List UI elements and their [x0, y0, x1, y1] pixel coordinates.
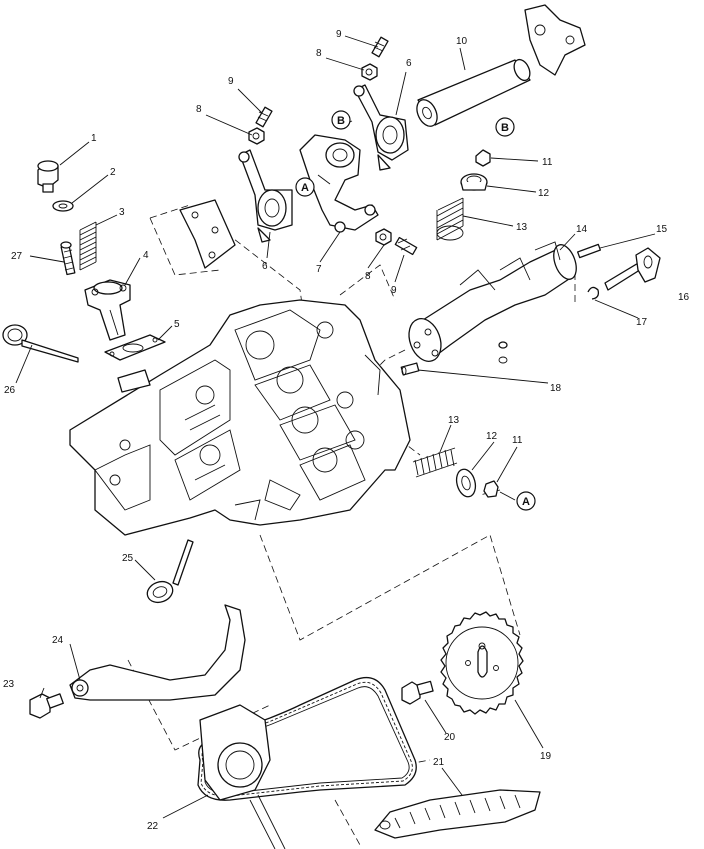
cam-sprocket [440, 611, 524, 715]
tensioner-spring [79, 221, 97, 271]
spring-retainers [455, 173, 488, 498]
svg-text:B: B [501, 122, 509, 134]
callout-19: 19 [540, 751, 552, 762]
plug-bolt [37, 160, 59, 193]
chain-guide [69, 604, 246, 701]
callout-11-top: 11 [542, 157, 553, 168]
callout-8-lower: 8 [365, 271, 371, 282]
adjuster-nuts [248, 63, 392, 246]
callout-21: 21 [433, 757, 445, 768]
callout-9-left: 9 [228, 76, 234, 87]
callout-8-top: 8 [316, 48, 322, 59]
lower-chain-guide [374, 789, 541, 839]
crank-sprocket [199, 704, 286, 849]
valve-springs [412, 197, 464, 478]
valve-keepers [475, 149, 499, 498]
callout-9-lower: 9 [391, 285, 397, 296]
callout-3: 3 [119, 207, 125, 218]
pivot-bolt [29, 693, 64, 719]
sprocket-bolt [401, 680, 434, 705]
callout-12-bottom: 12 [486, 431, 498, 442]
callout-15: 15 [656, 224, 668, 235]
rocker-cover-plate [179, 199, 236, 269]
callout-1: 1 [91, 133, 97, 144]
callout-23: 23 [3, 679, 15, 690]
cylinder-head [69, 299, 411, 536]
callout-2: 2 [110, 167, 116, 178]
reference-mark-a-rocker: A [295, 177, 315, 197]
callout-18: 18 [550, 383, 562, 394]
intake-valve [2, 324, 79, 363]
washer [52, 200, 74, 212]
retaining-clip [587, 286, 600, 300]
decompressor-weight [604, 247, 661, 291]
callout-9-top: 9 [336, 29, 342, 40]
adjuster-screws [255, 36, 418, 256]
chain-tensioner [84, 279, 131, 341]
callout-27: 27 [11, 251, 23, 262]
callout-14: 14 [576, 224, 588, 235]
exhaust-valve [146, 539, 194, 604]
callout-labels: 1 2 3 4 5 27 26 23 24 25 22 20 19 21 9 8… [3, 29, 690, 832]
rocker-arm-center [299, 134, 379, 233]
callout-6-left: 6 [262, 261, 268, 272]
callout-6-right: 6 [406, 58, 412, 69]
reference-mark-b-rocker: B [331, 110, 351, 130]
callout-11-bottom: 11 [512, 435, 523, 446]
leader-lines [15, 35, 656, 819]
tensioner-gasket [104, 334, 166, 361]
svg-text:A: A [522, 496, 530, 508]
callout-16: 16 [678, 292, 690, 303]
callout-13-bottom: 13 [448, 415, 460, 426]
callout-10: 10 [456, 36, 468, 47]
callout-7: 7 [316, 264, 322, 275]
cam-pin [576, 243, 602, 259]
svg-text:A: A [301, 182, 309, 194]
callout-22: 22 [147, 821, 159, 832]
rocker-shaft [416, 58, 531, 127]
rocker-arm-left [238, 149, 293, 243]
callout-24: 24 [52, 635, 64, 646]
reference-mark-a-keeper: A [516, 491, 536, 511]
callout-13-top: 13 [516, 222, 528, 233]
callout-12-top: 12 [538, 188, 550, 199]
callout-26: 26 [4, 385, 16, 396]
callout-17: 17 [636, 317, 648, 328]
dowel-pin [400, 362, 420, 376]
svg-text:B: B [337, 115, 345, 127]
reference-mark-b-keeper: B [495, 117, 515, 137]
long-bolt [60, 241, 76, 276]
rocker-bracket [524, 4, 586, 76]
camshaft [408, 241, 577, 364]
callout-8-left: 8 [196, 104, 202, 115]
callout-25: 25 [122, 553, 134, 564]
callout-20: 20 [444, 732, 456, 743]
rocker-arm-right [353, 84, 409, 171]
callout-5: 5 [174, 319, 180, 330]
callout-4: 4 [143, 250, 149, 261]
